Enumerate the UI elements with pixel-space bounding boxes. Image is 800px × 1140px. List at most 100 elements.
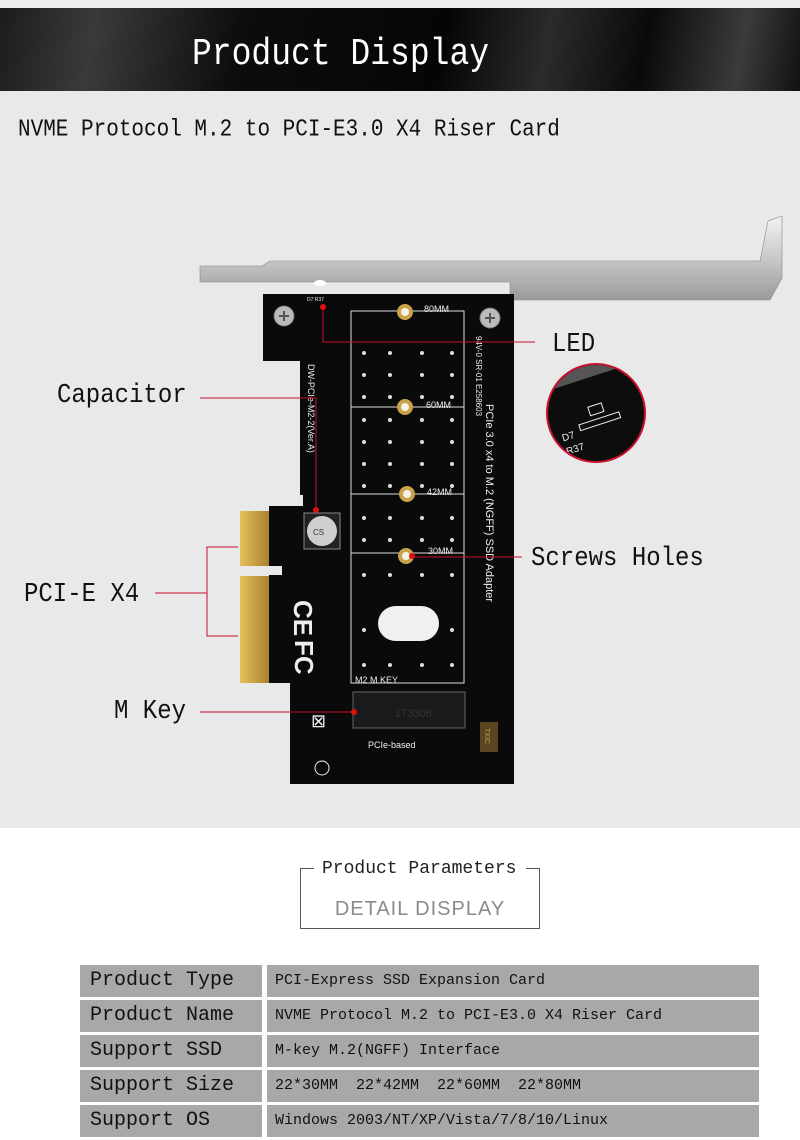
via-dot xyxy=(420,351,424,355)
via-dot xyxy=(450,484,454,488)
row-value: M-key M.2(NGFF) Interface xyxy=(267,1035,759,1067)
row-label: Support Size xyxy=(80,1070,262,1102)
via-dot xyxy=(420,418,424,422)
via-dot xyxy=(362,538,366,542)
row-label: Support SSD xyxy=(80,1035,262,1067)
row-label: Product Type xyxy=(80,965,262,997)
via-dot xyxy=(420,573,424,577)
label-certification: 94V-0 SR-01 E258603 xyxy=(474,336,483,417)
via-dot xyxy=(362,573,366,577)
via-dot xyxy=(388,373,392,377)
via-dot xyxy=(420,516,424,520)
row-value: NVME Protocol M.2 to PCI-E3.0 X4 Riser C… xyxy=(267,1000,759,1032)
via-dot xyxy=(420,462,424,466)
via-dot xyxy=(388,462,392,466)
via-dot xyxy=(362,418,366,422)
label-42mm: 42MM xyxy=(427,487,452,497)
metal-bracket xyxy=(199,215,783,301)
label-led-code: D7 R37 xyxy=(307,297,324,303)
chip-label: 173306 xyxy=(395,708,432,720)
params-title: Product Parameters xyxy=(320,858,519,880)
fcc-mark: FC xyxy=(289,640,319,675)
via-dot xyxy=(450,373,454,377)
via-dot xyxy=(450,516,454,520)
via-dot xyxy=(450,418,454,422)
banner-title: Product Display xyxy=(192,32,490,76)
via-dot xyxy=(362,663,366,667)
row-label: Support OS xyxy=(80,1105,262,1137)
via-dot xyxy=(388,663,392,667)
params-subtitle: DETAIL DISPLAY xyxy=(334,898,506,920)
row-value: Windows 2003/NT/XP/Vista/7/8/10/Linux xyxy=(267,1105,759,1137)
via-dot xyxy=(362,516,366,520)
via-dot xyxy=(420,373,424,377)
via-dot xyxy=(362,462,366,466)
via-dot xyxy=(420,440,424,444)
via-dot xyxy=(420,663,424,667)
label-60mm: 60MM xyxy=(426,400,451,410)
via-dot xyxy=(450,440,454,444)
via-dot xyxy=(450,573,454,577)
svg-text:CS: CS xyxy=(313,528,324,537)
callout-dots xyxy=(313,304,415,715)
via-dots xyxy=(362,351,454,667)
via-dot xyxy=(450,538,454,542)
banner: Product Display xyxy=(0,8,800,91)
via-dot xyxy=(450,663,454,667)
via-dot xyxy=(388,395,392,399)
callout-lines xyxy=(155,307,535,713)
label-adapter: PCIe 3.0 x4 to M.2 (NGFF) SSD Adapter xyxy=(483,404,495,602)
via-dot xyxy=(388,440,392,444)
led-closeup-inset: D7 R37 xyxy=(546,363,646,463)
via-dot xyxy=(362,373,366,377)
svg-text:D7: D7 xyxy=(561,430,577,445)
via-dot xyxy=(420,484,424,488)
via-dot xyxy=(362,628,366,632)
weee-mark: ⊠ xyxy=(311,711,326,731)
m2-connector xyxy=(352,691,466,729)
via-dot xyxy=(450,351,454,355)
row-value: PCI-Express SSD Expansion Card xyxy=(267,965,759,997)
top-strip xyxy=(0,0,800,8)
pcie-gold-fingers xyxy=(240,511,269,683)
row-value: 22*30MM 22*42MM 22*60MM 22*80MM xyxy=(267,1070,759,1102)
via-dot xyxy=(388,538,392,542)
via-dot xyxy=(362,351,366,355)
callout-capacitor: Capacitor xyxy=(57,381,187,411)
via-dot xyxy=(362,484,366,488)
riser-card-photo: 173306 CS 80MM 60MM 42MM 30MM M2 M KEY P… xyxy=(155,215,783,784)
callout-pcie-x4: PCI-E X4 xyxy=(24,580,140,610)
via-dot xyxy=(420,395,424,399)
via-dot xyxy=(362,440,366,444)
label-pcie-based: PCIe-based xyxy=(368,740,416,750)
callout-screw-holes: Screws Holes xyxy=(531,544,704,574)
label-80mm: 80MM xyxy=(424,304,449,314)
via-dot xyxy=(450,395,454,399)
ce-mark: CE xyxy=(288,600,318,636)
via-dot xyxy=(450,462,454,466)
via-dot xyxy=(388,418,392,422)
capacitor: CS xyxy=(303,512,341,550)
label-m2-key: M2 M KEY xyxy=(355,675,398,685)
label-30mm: 30MM xyxy=(428,546,453,556)
screw-holes xyxy=(397,304,415,564)
via-dot xyxy=(420,538,424,542)
row-label: Product Name xyxy=(80,1000,262,1032)
params-heading-box xyxy=(300,868,540,929)
mounting-screws xyxy=(273,305,501,329)
callout-led: LED xyxy=(552,330,596,360)
via-dot xyxy=(450,628,454,632)
via-dot xyxy=(362,395,366,399)
brand-tag xyxy=(480,722,498,752)
callout-m-key: M Key xyxy=(114,697,187,727)
brand-label: TXIC xyxy=(483,728,490,744)
via-dot xyxy=(388,484,392,488)
via-dot xyxy=(388,516,392,520)
label-model: DW-PCIe-M2-2(Ver.A) xyxy=(306,364,316,453)
